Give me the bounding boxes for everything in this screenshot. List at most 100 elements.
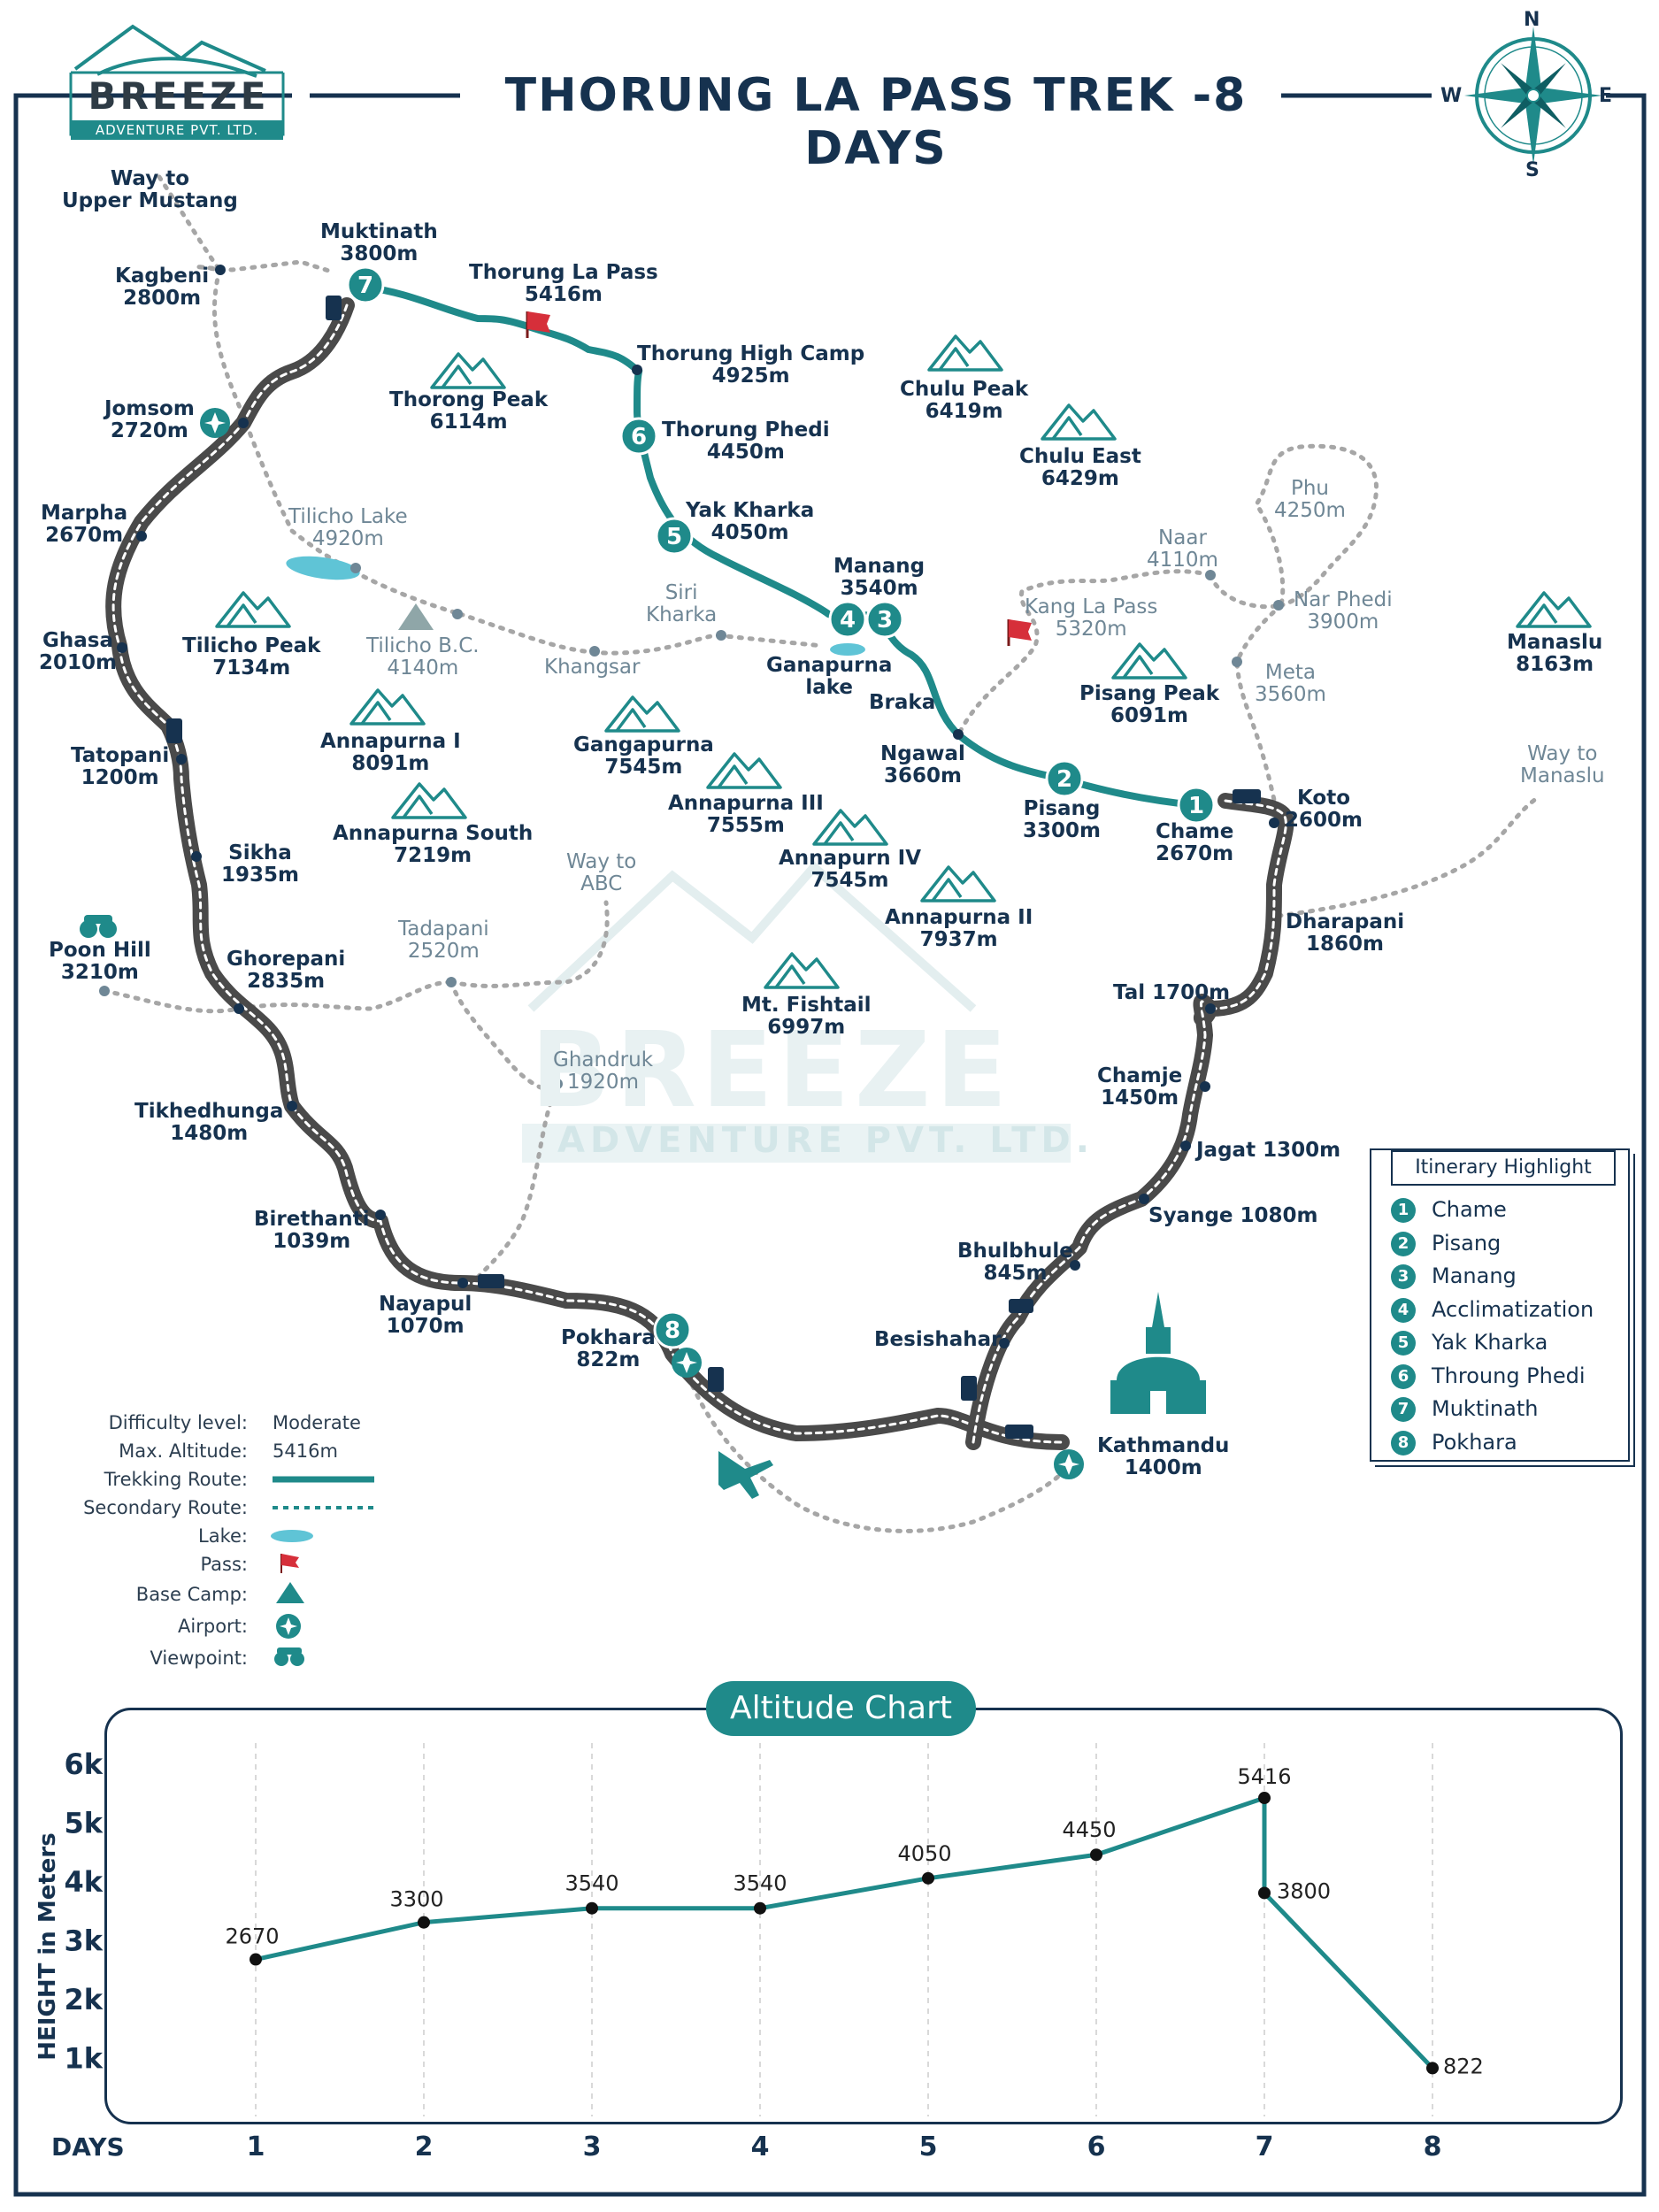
- svg-text:5: 5: [666, 524, 682, 550]
- airport-markers: [200, 408, 1084, 1479]
- stop-marker-1: 1: [1177, 786, 1216, 825]
- x-tick-label: 1: [247, 2131, 265, 2162]
- itinerary-item: 2 Pisang: [1391, 1228, 1501, 1258]
- waypoint-dots: [117, 265, 1279, 1348]
- svg-text:6: 6: [631, 424, 647, 450]
- itinerary-stop-name: Throung Phedi: [1432, 1363, 1586, 1388]
- legend-key: Base Camp:: [135, 1584, 248, 1605]
- compass-rose: [1464, 27, 1602, 165]
- secondary-dots: [99, 563, 1284, 1089]
- itinerary-stop-name: Yak Kharka: [1432, 1330, 1548, 1355]
- itinerary-item: 3 Manang: [1391, 1261, 1517, 1291]
- x-tick-label: 6: [1087, 2131, 1106, 2162]
- label-tal: Tal 1700m: [1113, 981, 1231, 1004]
- label-besishahar: Besishahar: [874, 1328, 1002, 1351]
- label-syange: Syange 1080m: [1148, 1204, 1318, 1227]
- binoculars-icon: [80, 915, 117, 938]
- y-tick-label: 1k: [64, 2042, 103, 2076]
- legend-key: Trekking Route:: [104, 1469, 248, 1490]
- data-label: 4450: [1062, 1817, 1116, 1842]
- y-tick-label: 6k: [64, 1747, 103, 1781]
- stop-marker-6: 6: [619, 417, 658, 456]
- data-label: 3540: [733, 1871, 787, 1896]
- route-kangla: [957, 569, 1213, 734]
- data-point: [1258, 1886, 1271, 1900]
- itinerary-number: 5: [1391, 1331, 1416, 1356]
- itinerary-number: 1: [1391, 1198, 1416, 1223]
- itinerary-number: 2: [1391, 1231, 1416, 1256]
- legend-value: 5416m: [273, 1440, 338, 1462]
- legend-value: Moderate: [273, 1412, 361, 1433]
- data-point: [1090, 1848, 1102, 1862]
- legend-key: Viewpoint:: [150, 1647, 248, 1669]
- data-label: 3540: [565, 1871, 618, 1896]
- stop-marker-2: 2: [1045, 759, 1084, 798]
- data-point: [586, 1901, 598, 1915]
- logo-mountains: [73, 24, 266, 78]
- legend-basecamp-swatch: [276, 1582, 304, 1603]
- itinerary-number: 3: [1391, 1264, 1416, 1289]
- logo-tagline: ADVENTURE PVT. LTD.: [71, 120, 283, 140]
- logo-name: BREEZE: [88, 74, 270, 118]
- route-flight: [686, 1373, 1078, 1533]
- svg-text:2: 2: [1056, 766, 1072, 793]
- altitude-chart-panel: [104, 1708, 1623, 2124]
- legend-key: Difficulty level:: [108, 1412, 248, 1433]
- legend-lake-swatch: [271, 1530, 313, 1542]
- y-tick-label: 4k: [64, 1865, 103, 1899]
- y-tick-label: 3k: [64, 1924, 103, 1958]
- itinerary-item: 6 Throung Phedi: [1391, 1361, 1586, 1391]
- itinerary-number: 4: [1391, 1297, 1416, 1323]
- data-label: 5416: [1237, 1764, 1291, 1789]
- thorung-la-flag: [526, 311, 550, 338]
- y-axis-title: HEIGHT in Meters: [35, 1832, 61, 2060]
- itinerary-stop-name: Manang: [1432, 1263, 1517, 1288]
- chart-title: Altitude Chart: [706, 1681, 976, 1736]
- y-tick-label: 2k: [64, 1983, 103, 2016]
- data-point: [418, 1916, 430, 1929]
- legend-key: Lake:: [198, 1525, 248, 1547]
- label-tilicho-bc: Tilicho B.C.4140m: [366, 634, 480, 680]
- watermark-mountain: [527, 860, 977, 1012]
- itinerary-stop-name: Pokhara: [1432, 1429, 1517, 1455]
- compass-w: W: [1440, 85, 1463, 107]
- route-abc: [449, 900, 610, 988]
- route-poonhill: [102, 979, 454, 1014]
- itinerary-stop-name: Pisang: [1432, 1230, 1502, 1256]
- itinerary-number: 6: [1391, 1363, 1416, 1389]
- x-tick-label: 4: [751, 2131, 770, 2162]
- x-tick-label: 8: [1424, 2131, 1442, 2162]
- svg-text:1: 1: [1188, 793, 1204, 819]
